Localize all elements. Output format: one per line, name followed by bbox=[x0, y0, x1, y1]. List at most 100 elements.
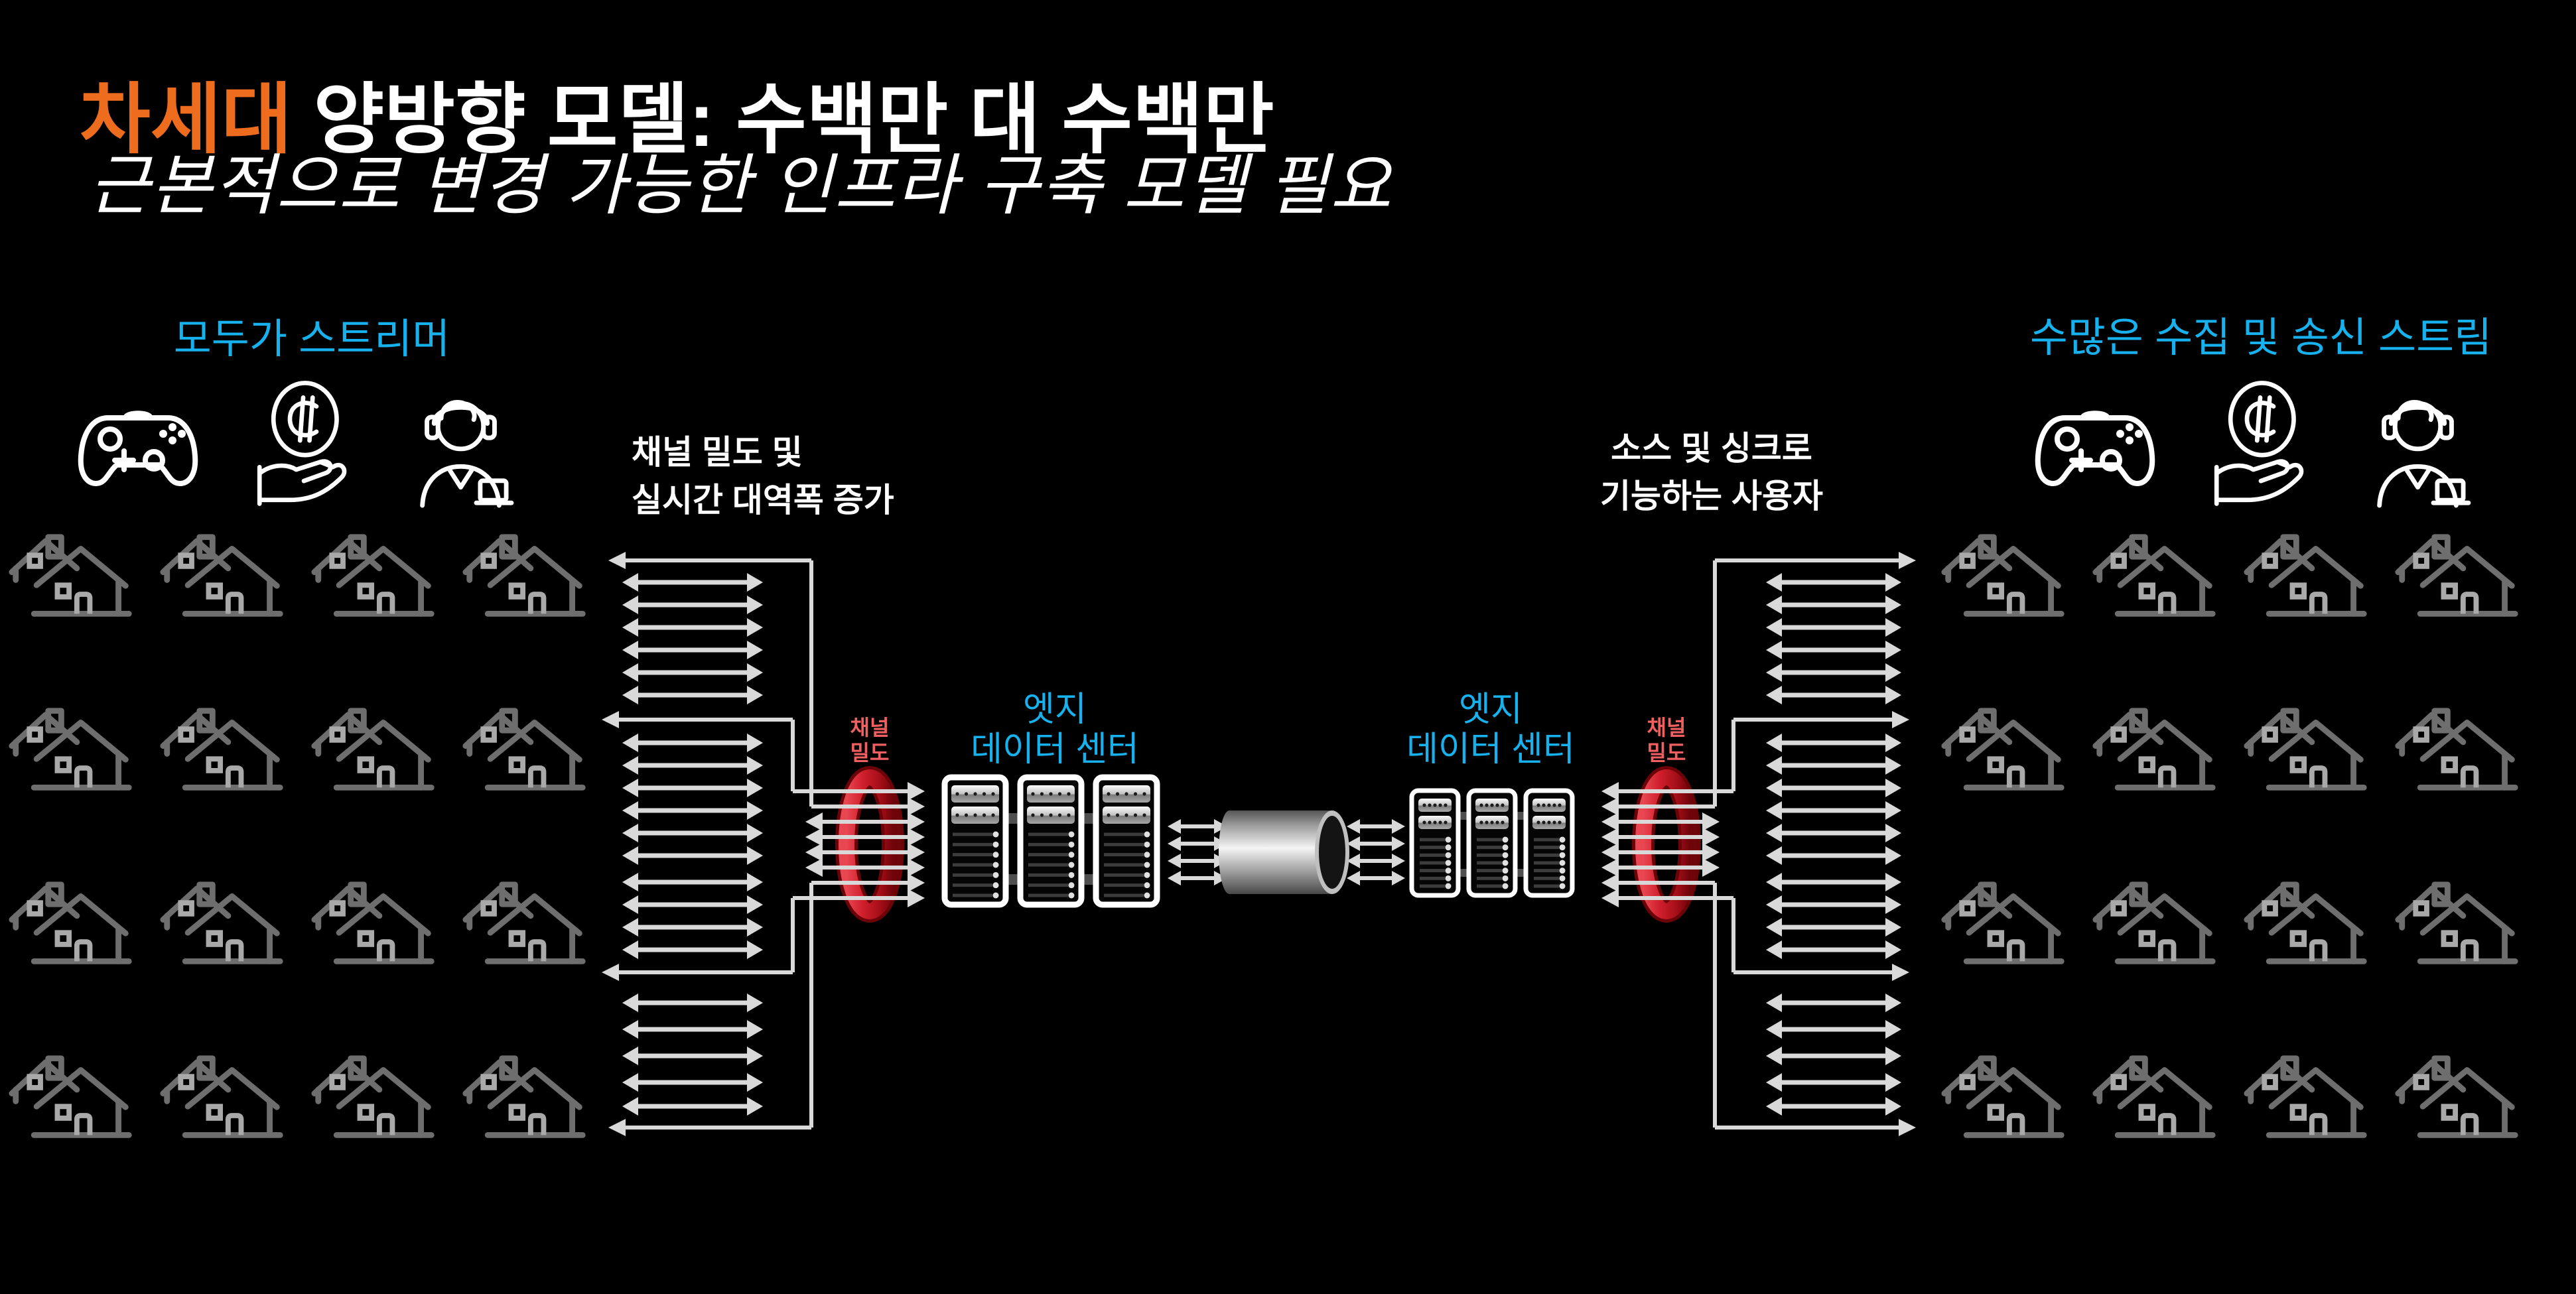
house-icon bbox=[2243, 529, 2373, 618]
game-controller-icon bbox=[2031, 399, 2159, 492]
house-icon-svg bbox=[9, 534, 132, 617]
house-icon bbox=[159, 877, 289, 966]
right-caption: 수많은 수집 및 송신 스트림 bbox=[2029, 315, 2492, 361]
left-arrow-bundle bbox=[602, 552, 925, 1136]
ring-label-line: 채널 bbox=[1647, 716, 1686, 740]
dc-label-line: 엣지 bbox=[1023, 690, 1087, 729]
house-icon-svg bbox=[311, 881, 435, 964]
house-icon bbox=[310, 877, 441, 966]
channel-density-ring-label-left: 채널 밀도 bbox=[813, 715, 926, 765]
house-icon-svg bbox=[2092, 1055, 2216, 1138]
channel-density-ring-label-right: 채널 밀도 bbox=[1610, 715, 1723, 765]
house-icon bbox=[1940, 877, 2070, 966]
house-icon-svg bbox=[462, 534, 586, 617]
house-icon bbox=[159, 1051, 289, 1139]
house-icon bbox=[2394, 703, 2524, 792]
house-icon-svg bbox=[160, 534, 283, 617]
house-icon bbox=[8, 877, 138, 966]
dc-label-line: 데이터 센터 bbox=[1406, 730, 1575, 769]
right-arrow-bundle bbox=[1601, 552, 1916, 1136]
house-icon-svg bbox=[1941, 1055, 2065, 1138]
house-icon-svg bbox=[2092, 534, 2216, 617]
house-icon-svg bbox=[462, 708, 586, 791]
house-icon-svg bbox=[2244, 708, 2367, 791]
house-icon-svg bbox=[2244, 534, 2367, 617]
house-icon-svg bbox=[2244, 1055, 2367, 1138]
section-label-line: 기능하는 사용자 bbox=[1600, 478, 1823, 515]
house-icon bbox=[159, 529, 289, 618]
house-icon bbox=[8, 703, 138, 792]
house-icon-svg bbox=[462, 1055, 586, 1138]
headset-person-icon bbox=[403, 378, 517, 508]
house-icon-svg bbox=[2092, 881, 2216, 964]
house-icon-svg bbox=[160, 881, 283, 964]
house-icon bbox=[2243, 877, 2373, 966]
section-label-line: 채널 밀도 및 bbox=[632, 434, 803, 471]
house-icon bbox=[462, 1051, 592, 1139]
house-icon-svg bbox=[1941, 708, 2065, 791]
section-label-line: 소스 및 싱크로 bbox=[1611, 430, 1812, 467]
house-icon-svg bbox=[2244, 881, 2367, 964]
house-icon-svg bbox=[160, 1055, 283, 1138]
title-highlight-text: 차세대 bbox=[80, 76, 293, 162]
page-title: 차세대 양방향 모델: 수백만 대 수백만 bbox=[80, 72, 1274, 168]
house-icon-svg bbox=[9, 708, 132, 791]
house-icon bbox=[1940, 529, 2070, 618]
house-icon bbox=[2394, 1051, 2524, 1139]
edge-dc-racks-right bbox=[1409, 788, 1575, 898]
rack-pipe-links-left bbox=[1168, 819, 1227, 885]
channel-density-section-label: 채널 밀도 및 실시간 대역폭 증가 bbox=[632, 428, 894, 524]
house-icon-svg bbox=[160, 708, 283, 791]
house-icon bbox=[2243, 703, 2373, 792]
house-icon bbox=[310, 1051, 441, 1139]
house-icon bbox=[2394, 529, 2524, 618]
ring-label-line: 채널 bbox=[850, 716, 890, 740]
dc-label-line: 데이터 센터 bbox=[971, 730, 1139, 769]
coin-hand-icon bbox=[2206, 379, 2314, 507]
house-icon bbox=[8, 529, 138, 618]
house-icon bbox=[2243, 1051, 2373, 1139]
edge-dc-racks-left bbox=[941, 774, 1160, 908]
dc-label-line: 엣지 bbox=[1459, 690, 1523, 729]
source-sink-section-label: 소스 및 싱크로 기능하는 사용자 bbox=[1546, 424, 1877, 520]
game-controller-icon bbox=[74, 399, 202, 492]
headset-person-icon bbox=[2360, 378, 2474, 508]
house-icon bbox=[2092, 1051, 2222, 1139]
house-icon-svg bbox=[2092, 708, 2216, 791]
section-label-line: 실시간 대역폭 증가 bbox=[632, 482, 894, 519]
house-icon bbox=[2092, 877, 2222, 966]
ring-label-line: 밀도 bbox=[1647, 741, 1686, 765]
house-icon-svg bbox=[1941, 534, 2065, 617]
coin-hand-icon bbox=[249, 379, 357, 507]
house-icon bbox=[2394, 877, 2524, 966]
ring-label-line: 밀도 bbox=[850, 741, 890, 765]
house-icon bbox=[1940, 1051, 2070, 1139]
edge-dc-label-right: 엣지 데이터 센터 bbox=[1351, 690, 1630, 769]
house-icon-svg bbox=[2395, 1055, 2518, 1138]
house-icon-svg bbox=[311, 534, 435, 617]
network-diagram bbox=[602, 552, 1916, 1136]
house-icon-svg bbox=[2395, 881, 2518, 964]
title-rest-text: 양방향 모델: 수백만 대 수백만 bbox=[292, 76, 1274, 162]
house-icon bbox=[310, 529, 441, 618]
rack-pipe-links-right bbox=[1347, 819, 1405, 885]
house-icon-svg bbox=[311, 1055, 435, 1138]
house-icon bbox=[8, 1051, 138, 1139]
house-icon bbox=[2092, 703, 2222, 792]
house-icon bbox=[2092, 529, 2222, 618]
house-icon-svg bbox=[462, 881, 586, 964]
house-icon-svg bbox=[2395, 708, 2518, 791]
house-icon-svg bbox=[2395, 534, 2518, 617]
core-network-pipe bbox=[1219, 810, 1349, 894]
house-icon-svg bbox=[9, 881, 132, 964]
house-icon bbox=[462, 703, 592, 792]
house-icon bbox=[310, 703, 441, 792]
left-caption: 모두가 스트리머 bbox=[173, 316, 450, 362]
house-icon bbox=[462, 529, 592, 618]
edge-dc-label-left: 엣지 데이터 센터 bbox=[915, 690, 1194, 769]
house-icon-svg bbox=[1941, 881, 2065, 964]
house-icon bbox=[1940, 703, 2070, 792]
house-icon-svg bbox=[9, 1055, 132, 1138]
channel-density-ring-left bbox=[835, 766, 904, 923]
